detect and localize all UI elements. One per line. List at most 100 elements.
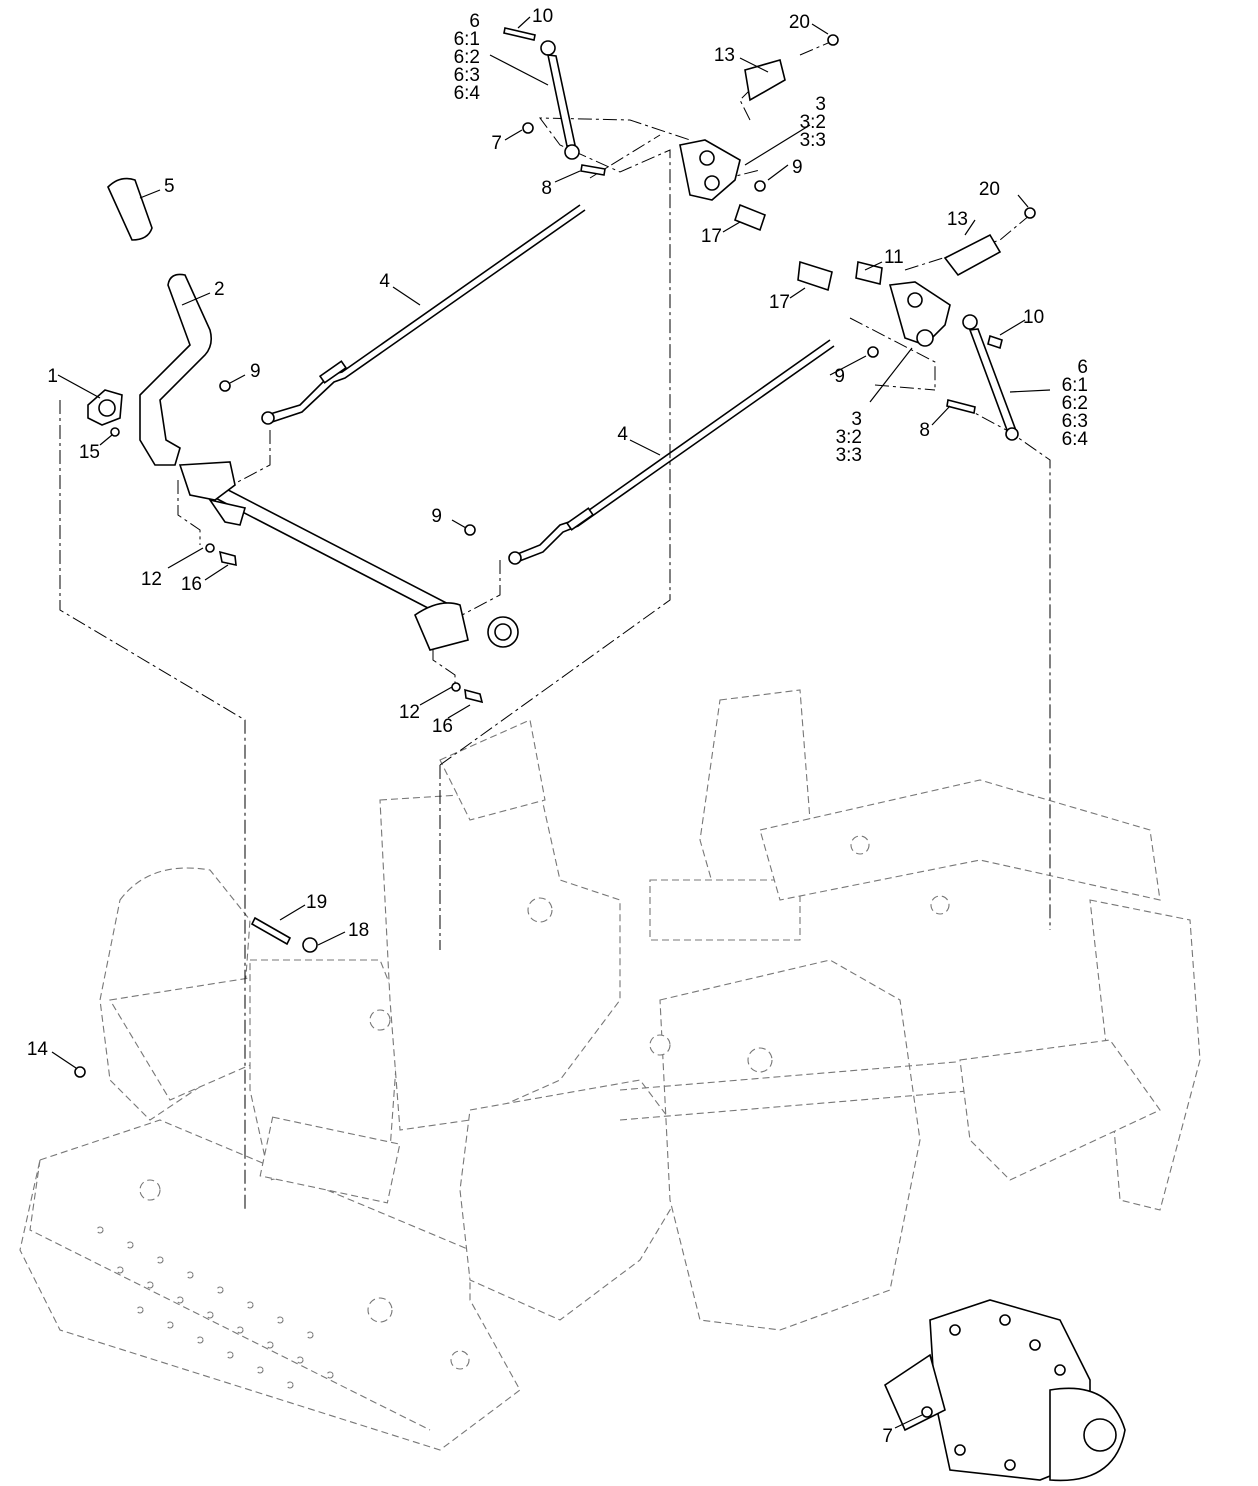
callout-13-lower: 13 bbox=[947, 209, 968, 230]
callout-7-lower: 7 bbox=[882, 1426, 893, 1447]
callout-9-left: 9 bbox=[250, 361, 261, 382]
callout-9-lower-right: 9 bbox=[834, 366, 845, 387]
callout-2: 2 bbox=[214, 279, 225, 300]
nut-14 bbox=[74, 1066, 86, 1078]
nut-9-left bbox=[219, 380, 231, 392]
callout-14: 14 bbox=[27, 1039, 49, 1060]
callout-line: 9 bbox=[792, 157, 803, 178]
callout-19: 19 bbox=[306, 892, 327, 913]
callout-line: 3 bbox=[815, 94, 826, 115]
pump-arm-upper bbox=[679, 34, 839, 232]
callout-line: 12 bbox=[141, 569, 162, 590]
callout-line: 10 bbox=[532, 6, 553, 27]
callout-line: 3:2 bbox=[836, 427, 862, 448]
callout-line: 4 bbox=[379, 271, 390, 292]
bolt-19 bbox=[250, 916, 292, 946]
callout-line: 20 bbox=[979, 179, 1000, 200]
callout-line: 16 bbox=[181, 574, 202, 595]
callout-line: 6:3 bbox=[1062, 411, 1088, 432]
callout-line: 18 bbox=[348, 920, 369, 941]
callout-line: 6:3 bbox=[454, 65, 480, 86]
callout-line: 9 bbox=[834, 366, 845, 387]
callout-9-mid: 9 bbox=[431, 506, 442, 527]
callout-line: 1 bbox=[47, 366, 58, 387]
control-knob bbox=[107, 177, 153, 241]
callout-4-upper: 4 bbox=[379, 271, 390, 292]
callout-line: 6:1 bbox=[454, 29, 480, 50]
callout-line: 12 bbox=[399, 702, 420, 723]
washer-18 bbox=[302, 937, 318, 953]
callout-line: 11 bbox=[884, 247, 904, 268]
callout-line: 8 bbox=[919, 420, 930, 441]
callout-line: 13 bbox=[947, 209, 968, 230]
callout-line: 17 bbox=[769, 292, 790, 313]
callout-line: 17 bbox=[701, 226, 722, 247]
callout-10-lower: 10 bbox=[1023, 307, 1044, 328]
callout-10-upper: 10 bbox=[532, 6, 553, 27]
callout-17-upper: 17 bbox=[701, 226, 722, 247]
cross-shaft bbox=[178, 461, 519, 704]
callout-line: 13 bbox=[714, 45, 735, 66]
callout-line: 6 bbox=[1077, 357, 1088, 378]
callout-8-lower: 8 bbox=[919, 420, 930, 441]
callout-line: 2 bbox=[214, 279, 225, 300]
control-lever bbox=[139, 273, 212, 466]
callout-line: 3 bbox=[851, 409, 862, 430]
callout-line: 6:4 bbox=[454, 83, 481, 104]
callout-15: 15 bbox=[79, 442, 100, 463]
callout-line: 7 bbox=[882, 1426, 893, 1447]
callout-line: 20 bbox=[789, 12, 810, 33]
callout-line: 3:2 bbox=[800, 112, 826, 133]
plate-holes bbox=[96, 1226, 334, 1389]
nut-9-mid bbox=[464, 524, 476, 536]
callout-8-upper: 8 bbox=[541, 178, 552, 199]
flange-bearing bbox=[87, 389, 123, 437]
pump-rod-upper bbox=[261, 204, 586, 425]
callout-line: 6:1 bbox=[1062, 375, 1088, 396]
callout-11: 11 bbox=[884, 247, 904, 268]
callout-line: 3:3 bbox=[800, 130, 826, 151]
assembly-lines bbox=[59, 39, 1051, 1210]
callout-line: 7 bbox=[491, 133, 502, 154]
wheel-motor bbox=[883, 1299, 1126, 1482]
callout-line: 14 bbox=[27, 1039, 49, 1060]
callout-line: 9 bbox=[431, 506, 442, 527]
callout-line: 8 bbox=[541, 178, 552, 199]
leader-lines bbox=[51, 16, 1051, 1429]
callout-17-lower: 17 bbox=[769, 292, 790, 313]
callout-line: 5 bbox=[164, 176, 175, 197]
callout-16-lower: 16 bbox=[432, 716, 453, 737]
callout-7-upper: 7 bbox=[491, 133, 502, 154]
callout-4-lower: 4 bbox=[617, 424, 628, 445]
callout-18: 18 bbox=[348, 920, 369, 941]
callout-12-lower: 12 bbox=[399, 702, 420, 723]
callout-line: 10 bbox=[1023, 307, 1044, 328]
callout-line: 3:3 bbox=[836, 445, 862, 466]
callout-line: 6:2 bbox=[454, 47, 480, 68]
callout-5: 5 bbox=[164, 176, 175, 197]
callout-line: 6:2 bbox=[1062, 393, 1088, 414]
callout-line: 16 bbox=[432, 716, 453, 737]
chassis-frame bbox=[19, 689, 1201, 1451]
callout-9-upper-right: 9 bbox=[792, 157, 803, 178]
callout-line: 4 bbox=[617, 424, 628, 445]
callout-1: 1 bbox=[47, 366, 58, 387]
pump-arm-lower bbox=[797, 207, 1036, 358]
callout-line: 9 bbox=[250, 361, 261, 382]
callout-12-upper: 12 bbox=[141, 569, 162, 590]
callout-line: 6:4 bbox=[1062, 429, 1089, 450]
callout-20-upper: 20 bbox=[789, 12, 810, 33]
callout-line: 15 bbox=[79, 442, 100, 463]
callout-line: 6 bbox=[469, 11, 480, 32]
callout-16-upper: 16 bbox=[181, 574, 202, 595]
damper-lower bbox=[946, 314, 1019, 441]
callout-13-upper: 13 bbox=[714, 45, 735, 66]
callout-line: 19 bbox=[306, 892, 327, 913]
